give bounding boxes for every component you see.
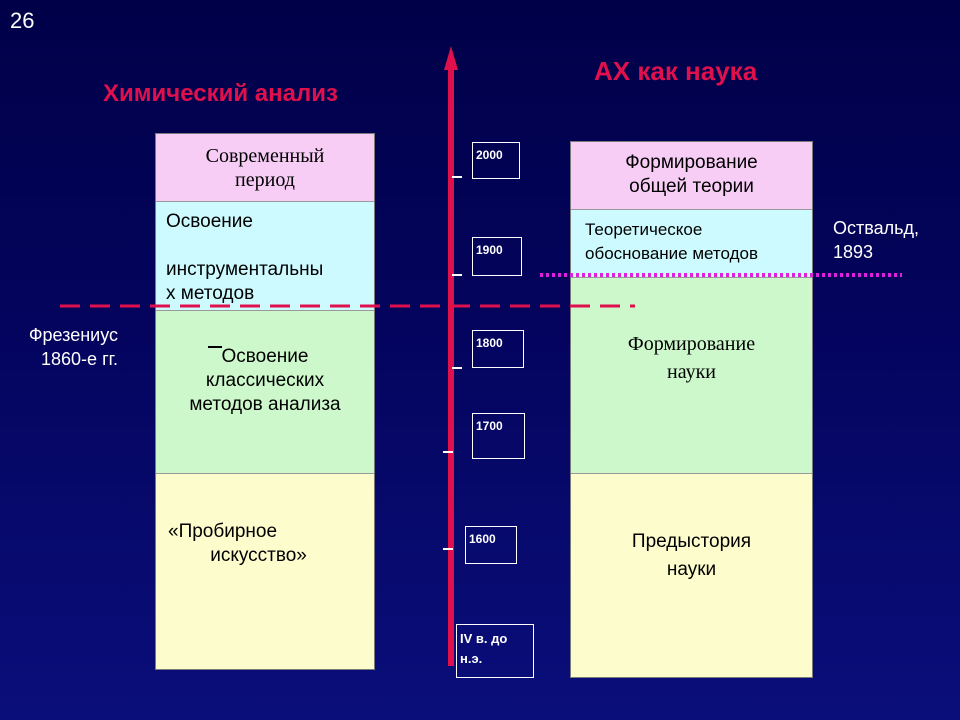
right-cell-general-theory: Формирование общей теории bbox=[571, 142, 812, 210]
left-column: Современный период Освоение инструментал… bbox=[155, 133, 375, 670]
left-cell-classical-text: Освоение классических методов анализа bbox=[189, 346, 341, 415]
right-title: АХ как наука bbox=[594, 56, 758, 86]
right-cell-theory-methods: Теоретическое обоснование методов bbox=[571, 210, 812, 278]
year-box-1900: 1900 bbox=[472, 237, 522, 276]
fresenius-dashed-line bbox=[60, 304, 635, 308]
right-cell-prehistory-text: Предыстория науки bbox=[631, 531, 752, 580]
year-box-1800: 1800 bbox=[472, 330, 524, 368]
year-box-1600: 1600 bbox=[465, 526, 517, 564]
left-cell-modern-text: Современный период bbox=[205, 145, 325, 191]
left-title: Химический анализ bbox=[103, 80, 338, 107]
year-box-2000: 2000 bbox=[472, 142, 520, 179]
left-cell-classical: Освоение классических методов анализа bbox=[156, 311, 374, 474]
ostwald-label: Оствальд, 1893 bbox=[833, 218, 920, 262]
tick-1800 bbox=[452, 367, 462, 369]
left-cell-assay-text: «Пробирное искусство» bbox=[168, 521, 307, 566]
tick-1700 bbox=[443, 451, 453, 453]
timeline-line bbox=[448, 64, 454, 666]
slide-number: 26 bbox=[10, 8, 35, 33]
right-cell-theory-methods-text: Теоретическое обоснование методов bbox=[585, 220, 759, 263]
year-box-ancient: IV в. до н.э. bbox=[456, 624, 534, 678]
right-column: Формирование общей теории Теоретическое … bbox=[570, 141, 813, 678]
right-cell-science-formation-text: Формирование науки bbox=[627, 333, 756, 383]
year-box-1700: 1700 bbox=[472, 413, 525, 459]
fresenius-label: Фрезениус 1860-е гг. bbox=[28, 325, 118, 369]
timeline-arrowhead bbox=[444, 46, 458, 70]
tick-1900 bbox=[452, 274, 462, 276]
left-cell-assay: «Пробирное искусство» bbox=[156, 474, 374, 669]
tick-1600 bbox=[443, 548, 453, 550]
left-cell-modern: Современный период bbox=[156, 134, 374, 202]
right-cell-prehistory: Предыстория науки bbox=[571, 474, 812, 677]
left-cell-instrumental-text: Освоение инструментальны х методов bbox=[166, 211, 324, 304]
tick-2000 bbox=[452, 176, 462, 178]
ostwald-dotted-line bbox=[540, 273, 902, 277]
timeline-axis bbox=[444, 46, 458, 666]
left-cell-instrumental: Освоение инструментальны х методов bbox=[156, 202, 374, 311]
right-cell-science-formation: Формирование науки bbox=[571, 278, 812, 474]
right-cell-general-theory-text: Формирование общей теории bbox=[625, 152, 758, 197]
dash-mark bbox=[208, 346, 222, 348]
